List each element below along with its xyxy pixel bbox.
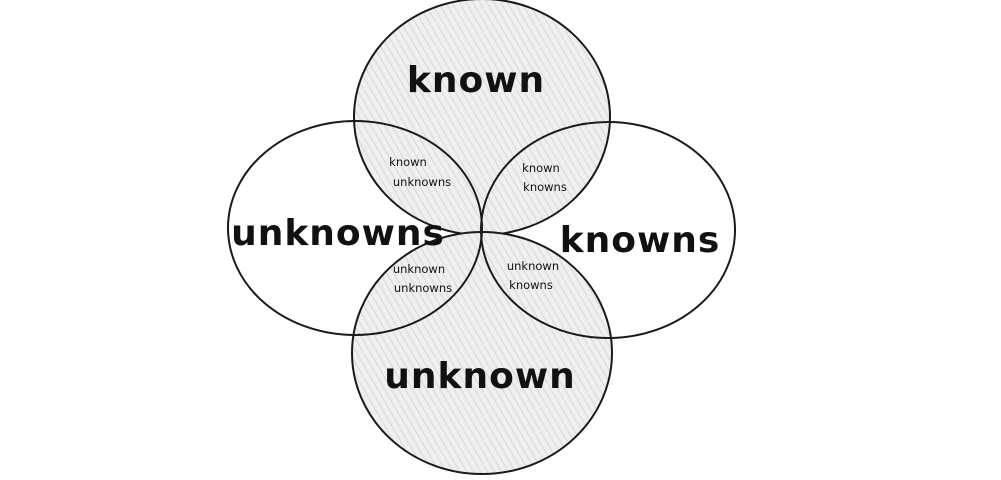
label-known-unknowns-2: unknowns xyxy=(393,175,451,189)
label-unknown-unknowns-1: unknown xyxy=(393,262,445,276)
label-unknown: unknown xyxy=(384,356,575,397)
label-unknown-knowns-1: unknown xyxy=(507,259,559,273)
label-known-unknowns-1: known xyxy=(389,155,427,169)
label-unknown-knowns-2: knowns xyxy=(509,278,553,292)
circle-knowns xyxy=(480,121,736,339)
label-known: known xyxy=(407,60,545,101)
label-known-knowns-2: knowns xyxy=(523,180,567,194)
label-known-knowns-1: known xyxy=(522,161,560,175)
label-unknown-unknowns-2: unknowns xyxy=(394,281,452,295)
label-unknowns: unknowns xyxy=(231,213,445,254)
circle-known xyxy=(353,0,611,236)
label-knowns: knowns xyxy=(560,220,721,261)
circle-unknown xyxy=(351,231,613,475)
